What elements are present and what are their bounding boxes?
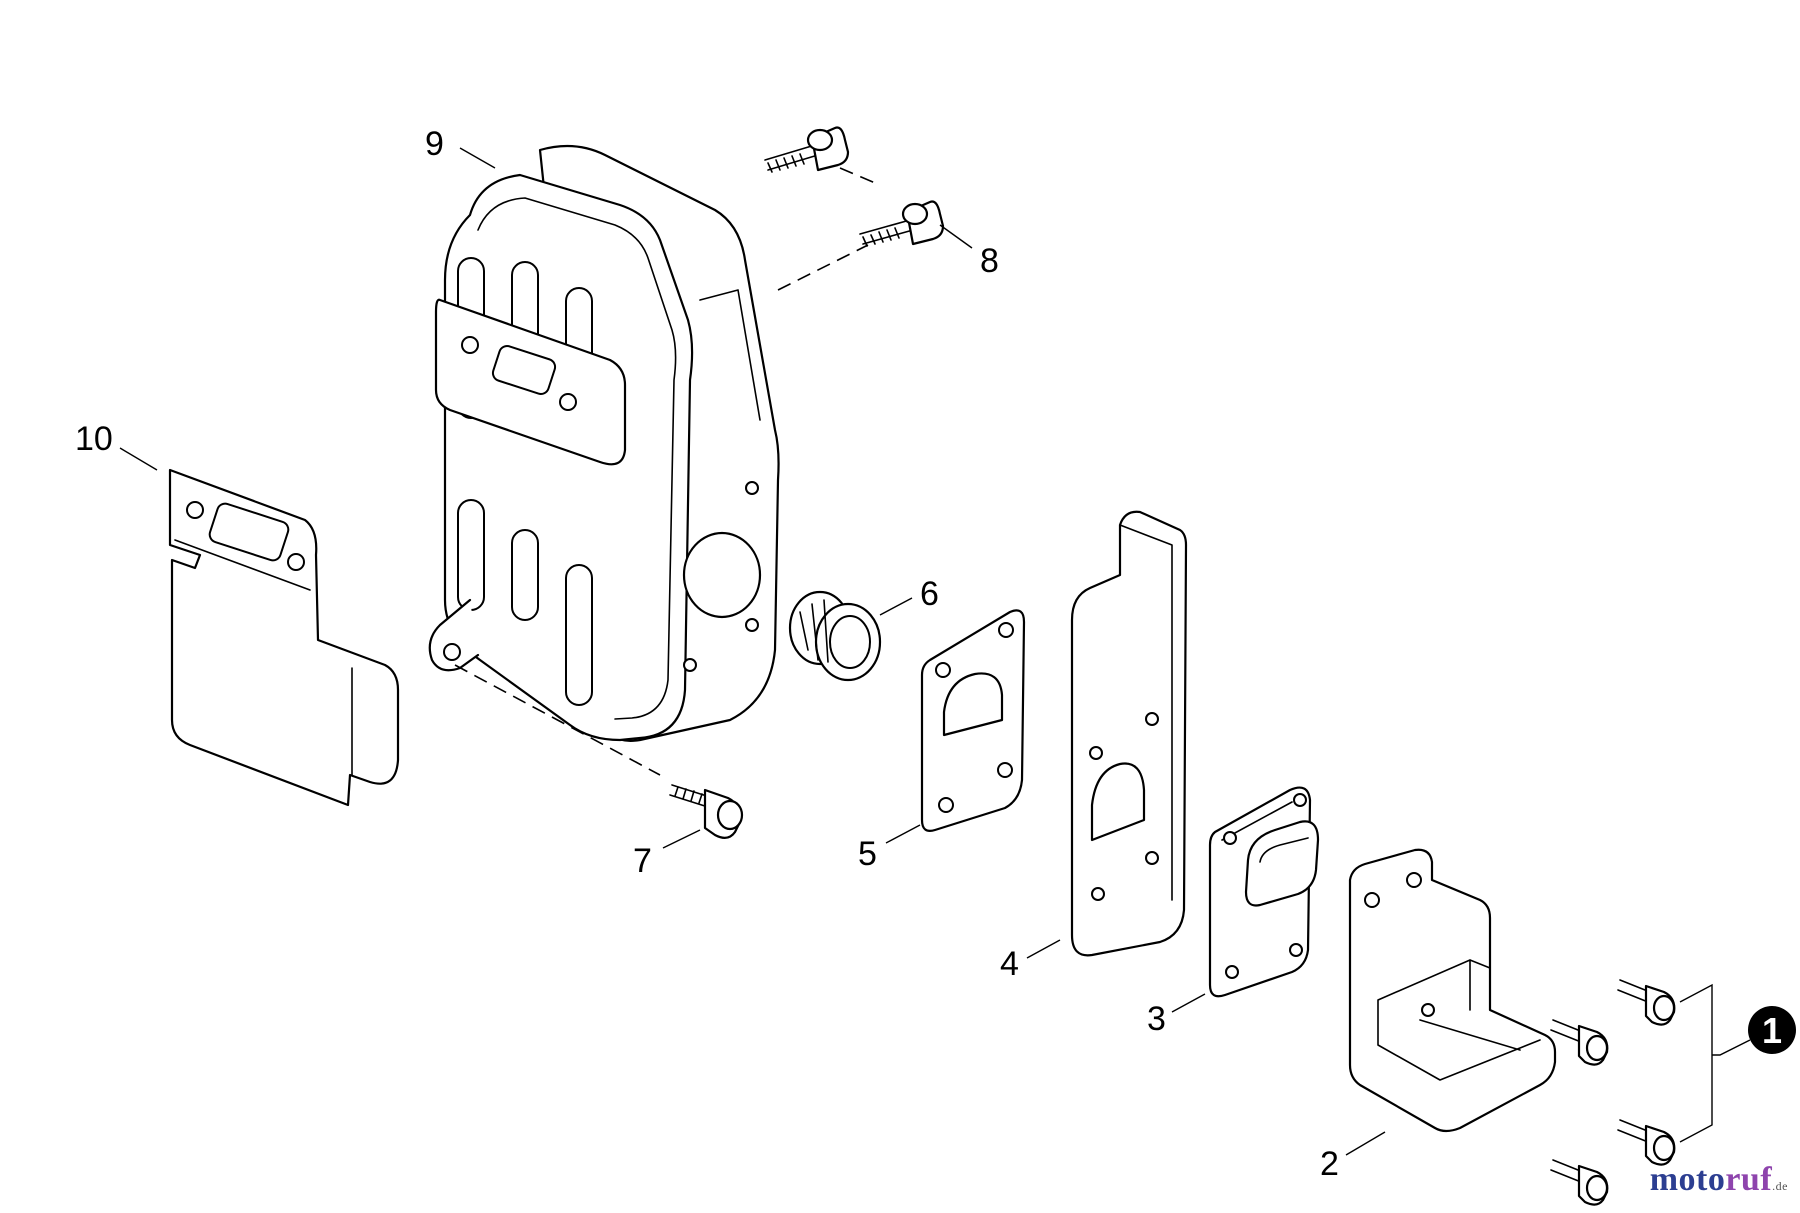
part-2-cover [1348, 848, 1557, 1133]
part-3-diffuser [1208, 786, 1320, 998]
callout-6: 6 [920, 575, 939, 613]
part-7-bolt [669, 784, 744, 839]
part-4-plate [1070, 510, 1188, 957]
part-8-bolts [764, 126, 945, 247]
part-9-muffler [428, 144, 780, 742]
callout-1: 1 [1762, 1010, 1782, 1051]
part-5-gasket [920, 609, 1026, 832]
watermark-part2: ruf [1725, 1161, 1773, 1198]
callout-3: 3 [1147, 1000, 1166, 1038]
callout-4: 4 [1000, 945, 1019, 983]
callout-9: 9 [425, 125, 444, 163]
leader-lines [119, 147, 1386, 1156]
callout-1-badge: 1 [1748, 1006, 1796, 1054]
watermark-part1: moto [1649, 1161, 1726, 1198]
part-10-heat-shield [168, 468, 400, 807]
callout-7: 7 [633, 842, 652, 880]
watermark-suffix: .de [1772, 1179, 1788, 1193]
callout-2: 2 [1320, 1145, 1339, 1183]
callout-8: 8 [980, 242, 999, 280]
assembly-lines [454, 167, 881, 776]
callout-5: 5 [858, 835, 877, 873]
part-1-bolt-set [1550, 979, 1751, 1206]
callout-10: 10 [75, 420, 113, 458]
watermark-logo: motoruf.de [1650, 1161, 1788, 1199]
part-6-bushing [788, 590, 882, 682]
